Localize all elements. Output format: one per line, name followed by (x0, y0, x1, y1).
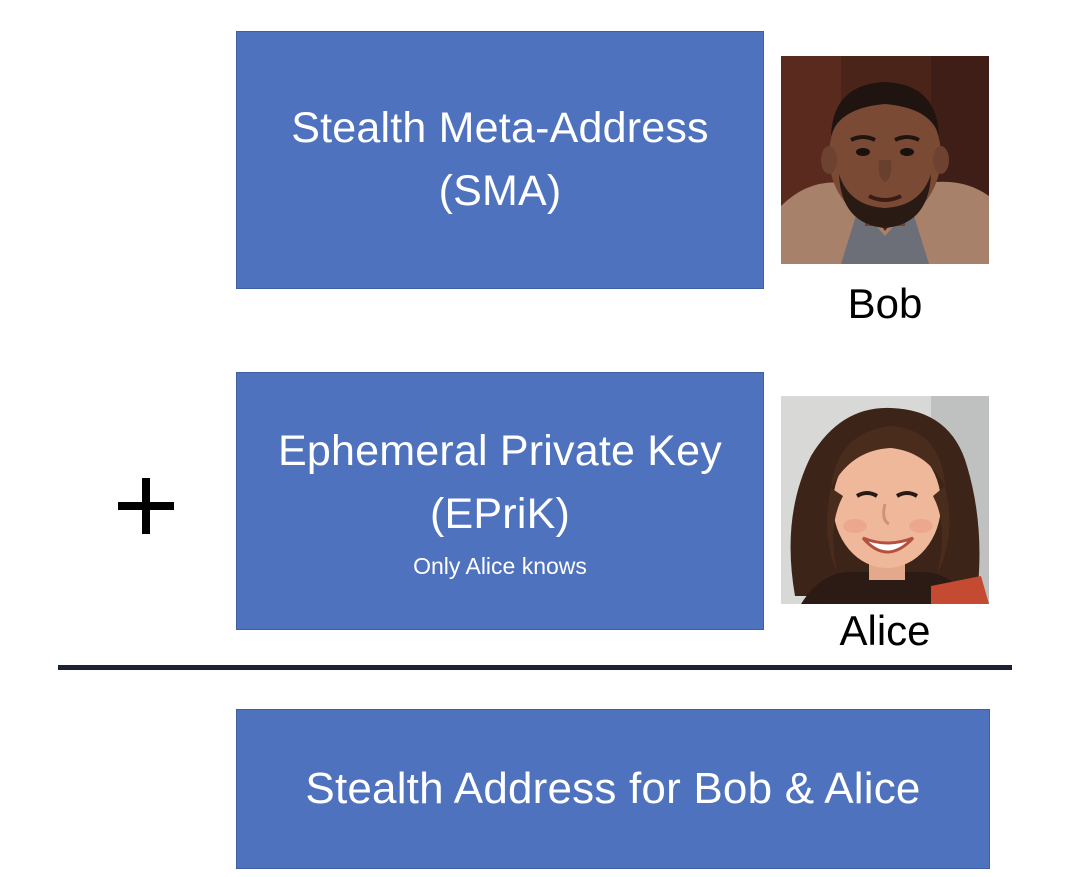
sma-title: Stealth Meta-Address (291, 104, 709, 153)
stealth-address-title: Stealth Address for Bob & Alice (305, 763, 921, 813)
bob-portrait (781, 56, 989, 264)
sma-box: Stealth Meta-Address (SMA) (236, 31, 764, 289)
alice-portrait (781, 396, 989, 604)
eprik-note: Only Alice knows (413, 552, 587, 579)
alice-label: Alice (839, 607, 931, 654)
bob-label: Bob (847, 280, 923, 327)
stealth-address-box: Stealth Address for Bob & Alice (236, 709, 990, 869)
sma-abbr: (SMA) (438, 167, 562, 215)
sum-divider (58, 665, 1012, 670)
eprik-title: Ephemeral Private Key (278, 427, 722, 476)
eprik-abbr: (EPriK) (430, 490, 570, 539)
plus-icon (118, 478, 174, 534)
eprik-box: Ephemeral Private Key (EPriK) Only Alice… (236, 372, 764, 630)
